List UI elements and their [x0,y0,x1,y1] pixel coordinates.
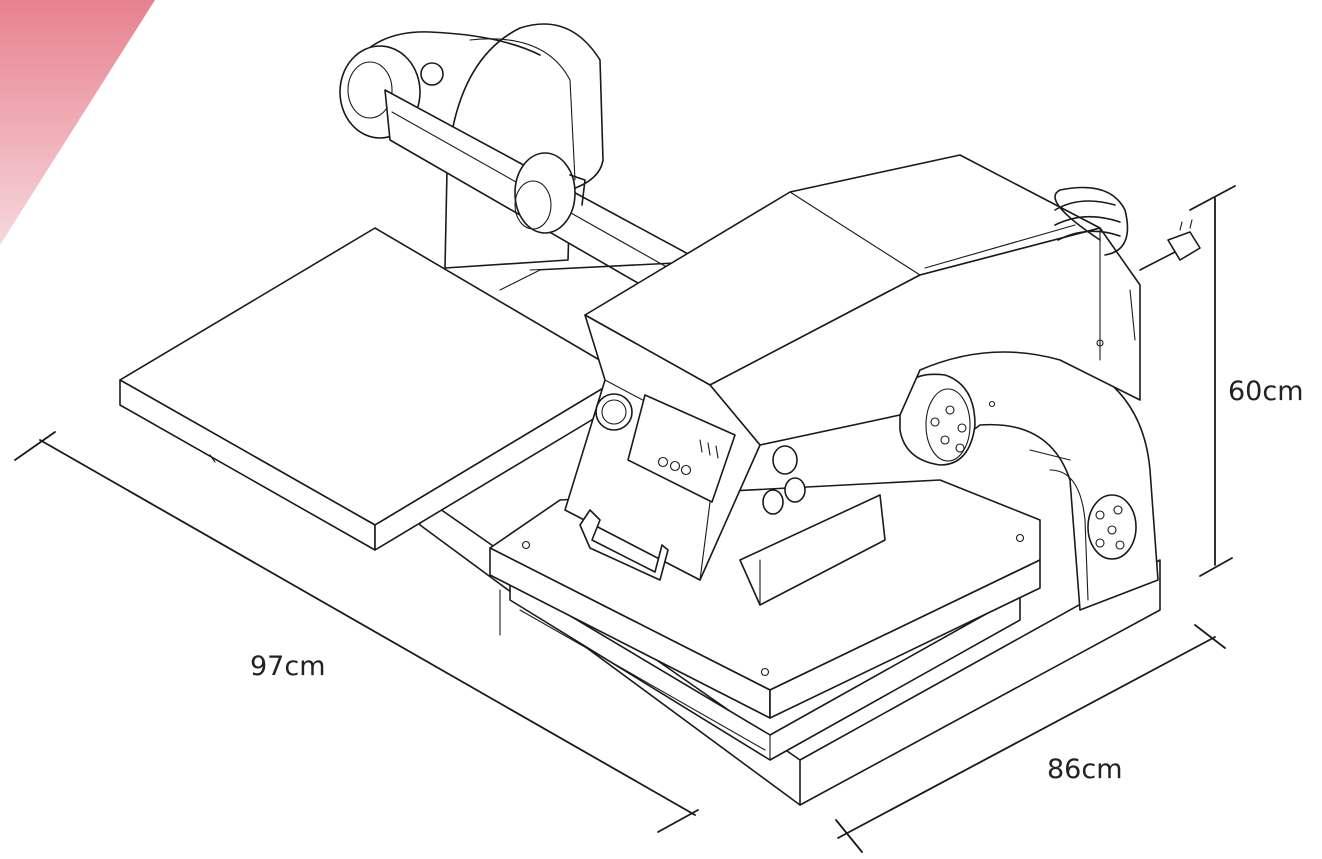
rear-swing-arm [339,23,691,291]
length-dimension-label: 97cm [250,651,326,682]
dimension-lines [14,185,1236,853]
power-cable [1054,186,1201,271]
press-head [564,154,1141,606]
dim-line-width [837,636,1216,839]
width-dimension-label: 86cm [1047,754,1123,785]
height-dimension-label: 60cm [1228,376,1304,407]
corner-accent-band [0,0,155,245]
dim-line-length [39,439,696,816]
